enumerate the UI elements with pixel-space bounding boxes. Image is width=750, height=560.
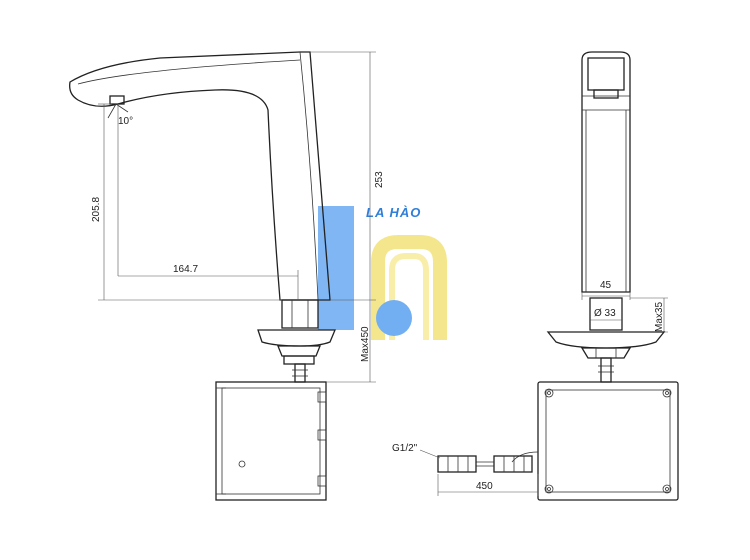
front-shank	[589, 297, 623, 331]
side-shank	[281, 299, 319, 329]
side-nut	[277, 345, 321, 357]
front-dim-diameter: Ø 33	[594, 308, 616, 319]
front-nut	[580, 347, 632, 359]
side-box-led	[238, 460, 246, 468]
side-spout-body	[69, 51, 331, 301]
side-dim-max-deck: Max450	[360, 326, 371, 362]
side-dim-reach: 164.7	[173, 264, 198, 275]
side-view: 10° 205.8 164.7 25	[69, 51, 385, 501]
front-dim-max-thickness: Max35	[654, 302, 665, 332]
thread-leader	[419, 449, 441, 459]
side-angle-label: 10°	[118, 116, 133, 127]
side-hose-stub	[294, 363, 306, 383]
front-inlet-hose	[511, 451, 539, 463]
front-dim-hose-length: 450	[476, 481, 493, 492]
front-body	[581, 51, 631, 293]
side-base-plate	[257, 329, 336, 347]
front-hose-stub	[600, 357, 612, 383]
front-dim-width: 45	[600, 280, 612, 291]
front-box-screw-tl	[544, 388, 554, 398]
watermark-text: LA HÀO	[366, 205, 421, 220]
front-sensor	[593, 89, 619, 99]
front-box-screw-br	[662, 484, 672, 494]
side-spout-edge	[299, 51, 319, 301]
watermark-logo	[318, 206, 447, 340]
side-aerator	[109, 95, 125, 105]
front-control-box	[537, 381, 679, 501]
side-spout-top-line	[77, 59, 301, 85]
watermark-yellow-arch	[371, 235, 447, 340]
watermark-yellow-arch-inner	[389, 253, 429, 340]
front-base-plate	[546, 331, 666, 349]
watermark-blue-circle	[376, 300, 412, 336]
front-box-screw-bl	[544, 484, 554, 494]
hose-fitting-left	[437, 455, 477, 473]
side-dim-height-outlet: 205.8	[91, 197, 102, 222]
front-sensor-window	[587, 57, 625, 91]
front-dim-thread: G1/2"	[392, 443, 418, 454]
side-dim-height-total: 253	[374, 171, 385, 188]
hose-fitting-right	[493, 455, 533, 473]
front-box-screw-tr	[662, 388, 672, 398]
front-view: 45 Ø 33 Max35	[392, 51, 679, 501]
side-control-box	[215, 381, 327, 501]
